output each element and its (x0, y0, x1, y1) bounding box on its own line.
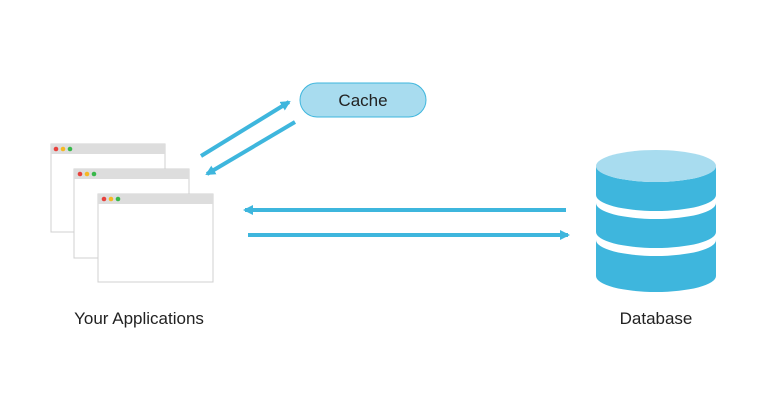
database-label: Database (620, 309, 693, 328)
browser-windows-icon (50, 143, 214, 283)
arrow-cache-to-app (205, 120, 297, 176)
cache-pill (299, 82, 427, 118)
database-cylinder-icon (596, 150, 716, 292)
db-segment-bottom (596, 240, 716, 292)
cache-node: Cache (299, 82, 427, 118)
db-segment-top (596, 166, 716, 211)
app-window-3 (97, 193, 214, 283)
db-segment-middle (596, 203, 716, 248)
cache-label: Cache (338, 91, 387, 110)
applications-label: Your Applications (74, 309, 204, 328)
db-top-cap (596, 150, 716, 182)
arrow-app-to-cache (199, 100, 291, 158)
